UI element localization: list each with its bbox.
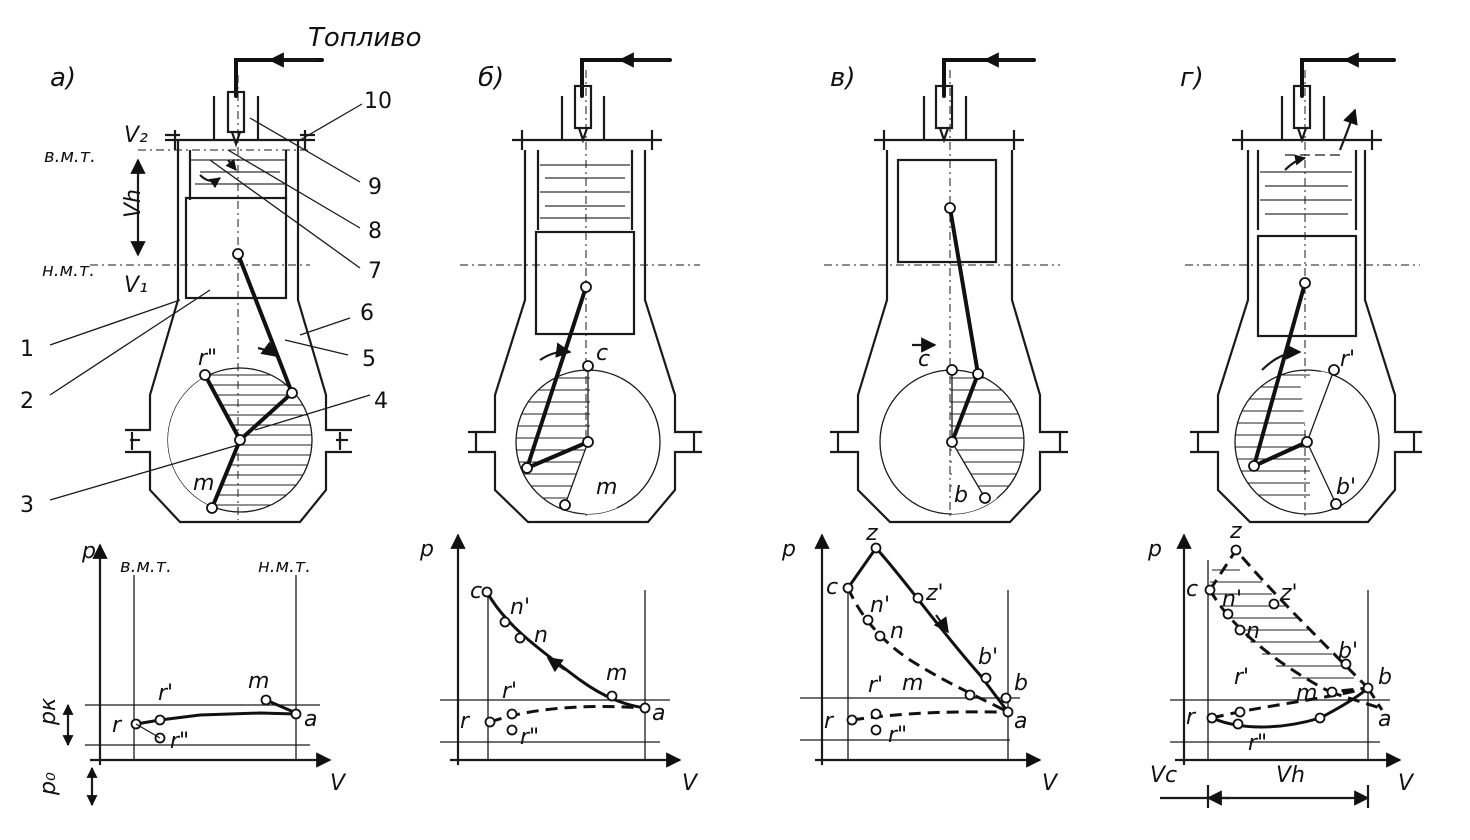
v-axis-label-a: V [330,771,347,796]
v1-label: V₁ [124,273,148,298]
v-axis-label-b: V [682,771,699,796]
pv-diagram-v: p V z c n' n z' b' b m a r r' r" [781,521,1059,796]
pk-label: pк [36,697,61,726]
crank-point-g-b1: b' [1336,475,1356,500]
pv-a-r: r [112,713,123,738]
part-number-2: 2 [20,389,34,414]
part-number-8: 8 [368,219,382,244]
part-number-4: 4 [374,389,388,414]
crank-point-v-b: b [954,483,968,508]
panel-label-g: г) [1180,63,1204,93]
bdc-label-a: н.м.т. [42,260,95,281]
pv-g-a: a [1378,707,1391,732]
pv-g-z: z [1229,519,1242,544]
pv-g-vh: Vh [1276,763,1305,788]
part-number-7: 7 [368,259,382,284]
panel-label-a: а) [50,63,76,93]
pv-b-n1: n' [510,595,530,620]
pv-b-r2: r" [520,725,539,750]
pv-v-b1: b' [978,645,998,670]
p0-label: p₀ [36,772,61,796]
pv-g-r: r [1186,705,1197,730]
pv-v-c: c [826,575,838,600]
panel-v: в) c b [824,52,1068,524]
crank-point-g-r1: r' [1340,347,1355,372]
panel-a: а) Топливо r" m в. [20,23,422,524]
pv-diagram-g: p V z c n' n z' b' b r' m r a r" Vc Vh [1147,519,1415,808]
piston-b [534,230,636,336]
crank-point-a-m: m [193,471,214,496]
pv-g-z1: z' [1279,581,1298,606]
p-axis-label-b: p [419,537,434,562]
v-axis-label-g: V [1398,771,1415,796]
rotation-arrow-icon [257,341,278,357]
pv-g-b1: b' [1338,639,1358,664]
crank-point-v-c: c [918,347,930,372]
part-leaders [49,103,371,501]
pv-g-m: m [1296,681,1317,706]
pv-b-r1: r' [502,679,517,704]
fuel-line [234,58,324,98]
pv-a-m: m [248,669,269,694]
pv-b-c: c [470,579,482,604]
part-number-5: 5 [362,347,376,372]
panel-g: г) r' b' [1180,52,1422,524]
pv-g-n1: n' [1222,587,1242,612]
pv-v-z: z [865,521,878,546]
part-number-3: 3 [20,493,34,518]
panel-label-v: в) [830,63,855,93]
part-number-1: 1 [20,337,34,362]
tdc-label-a: в.м.т. [44,146,96,167]
v-axis-label-v: V [1042,771,1059,796]
pv-diagram-a: p V в.м.т. н.м.т. pк p₀ r r' r" m a [36,539,347,807]
pv-v-b: b [1014,671,1028,696]
p-axis-label-v: p [781,537,796,562]
pv-v-n1: n' [870,593,890,618]
crank-point-a-r2: r" [198,346,217,371]
pv-v-r2: r" [888,723,907,748]
piston-g [1256,234,1358,338]
pv-v-r1: r' [868,673,883,698]
pv-a-bdc: н.м.т. [258,556,311,577]
exhaust-arrow-icon [1338,108,1358,151]
pv-g-n: n [1246,619,1260,644]
crank-point-b-m: m [596,475,617,500]
piston-v [896,158,998,264]
pv-a-a: a [304,707,317,732]
pv-g-r1: r' [1234,665,1249,690]
part-number-10: 10 [364,89,392,114]
panel-label-b: б) [478,63,504,93]
part-number-9: 9 [368,175,382,200]
v2-label: V₂ [124,123,148,148]
vh-label: Vh [121,189,146,218]
fuel-label: Топливо [308,23,422,53]
pv-diagram-b: p V c n' n m a r r' r" [419,533,699,796]
pv-v-z1: z' [925,581,944,606]
p-axis-label-a: p [81,539,96,564]
pv-v-n: n [890,619,904,644]
pv-a-r2: r" [170,729,189,754]
part-number-6: 6 [360,301,374,326]
pv-b-n: n [534,623,548,648]
pv-g-r2: r" [1248,731,1267,756]
panel-b: б) c m [460,52,702,524]
p-axis-label-g: p [1147,537,1162,562]
pv-g-b: b [1378,665,1392,690]
pv-b-m: m [606,661,627,686]
pv-a-r1: r' [158,681,173,706]
pv-a-tdc: в.м.т. [120,556,172,577]
pv-b-r: r [460,709,471,734]
pv-v-r: r [824,709,835,734]
pv-b-a: a [652,701,665,726]
piston-a [184,196,288,300]
pv-g-c: c [1186,577,1198,602]
crank-point-b-c: c [596,341,608,366]
pv-v-a: a [1014,709,1027,734]
pv-g-vc: Vc [1150,763,1177,788]
pv-v-m: m [902,671,923,696]
